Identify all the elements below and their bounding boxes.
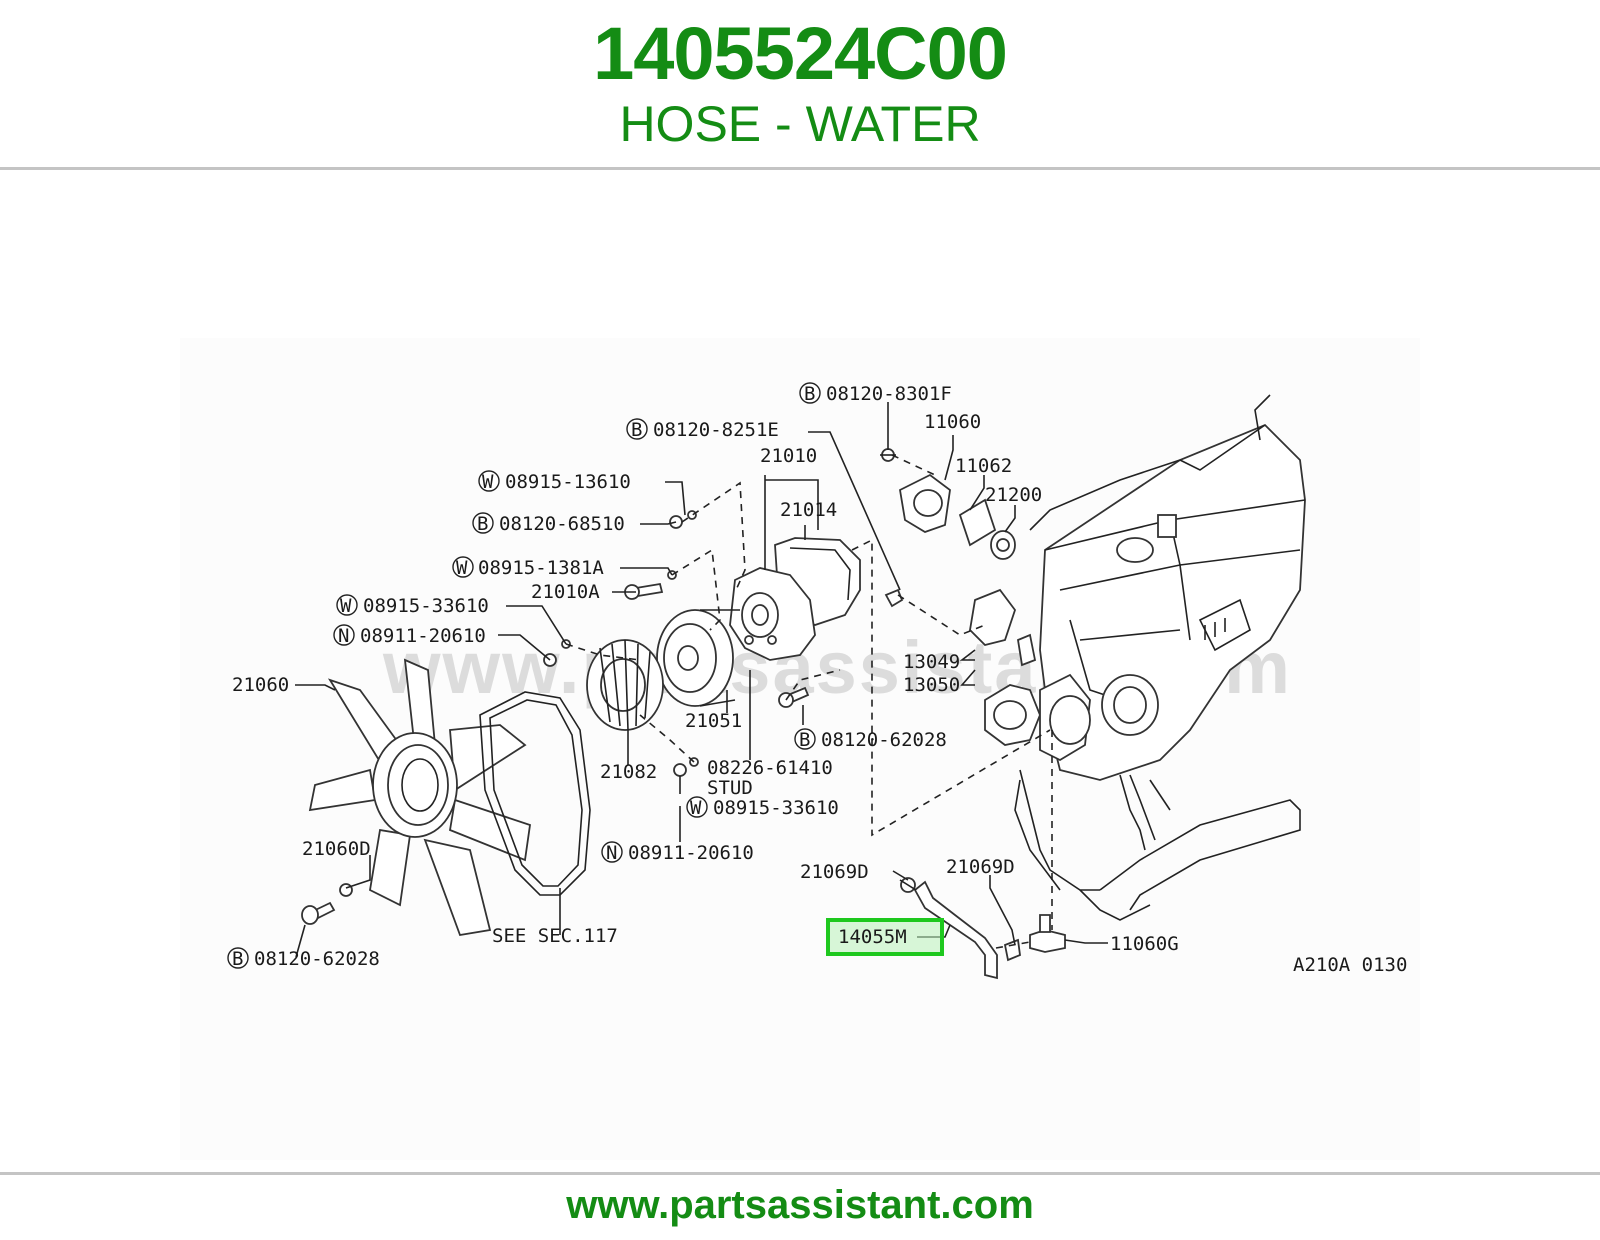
badge-w: W bbox=[690, 797, 702, 819]
engine-block bbox=[984, 394, 1306, 921]
footer-site-link[interactable]: www.partsassistant.com bbox=[566, 1183, 1034, 1227]
badge-b: B bbox=[631, 419, 642, 441]
part-number: 1405524C00 bbox=[593, 12, 1008, 95]
label-21069d-b: 21069D bbox=[946, 856, 1015, 878]
water-pump-group bbox=[543, 510, 861, 777]
label-08911-20610-b: 08911-20610 bbox=[628, 842, 754, 864]
badge-b: B bbox=[804, 383, 815, 405]
label-21200: 21200 bbox=[985, 484, 1042, 506]
badge-n: N bbox=[606, 842, 617, 864]
header-divider bbox=[0, 167, 1600, 170]
dashed-leader-7 bbox=[897, 594, 986, 636]
dashed-leader-9 bbox=[891, 454, 936, 476]
badge-b: B bbox=[232, 948, 243, 970]
label-13050: 13050 bbox=[903, 674, 960, 696]
label-11060g: 11060G bbox=[1110, 933, 1179, 955]
lower-left-bolts bbox=[301, 883, 353, 925]
badge-w: W bbox=[456, 557, 468, 579]
footer-divider bbox=[0, 1172, 1600, 1175]
label-08120-62028-b: 08120-62028 bbox=[254, 948, 380, 970]
dashed-leader-6 bbox=[851, 538, 1051, 837]
parts-diagram-svg: www.partsassistant.com bbox=[180, 338, 1420, 1160]
label-21051: 21051 bbox=[685, 710, 742, 732]
label-stud: STUD bbox=[707, 777, 753, 799]
label-08915-33610-a: 08915-33610 bbox=[363, 595, 489, 617]
label-21010: 21010 bbox=[760, 445, 817, 467]
highlighted-part-14055m[interactable]: 14055M bbox=[826, 918, 944, 956]
parts-diagram: www.partsassistant.com bbox=[0, 170, 1600, 1170]
label-11062: 11062 bbox=[955, 455, 1012, 477]
label-08120-8301f: 08120-8301F bbox=[826, 383, 952, 405]
header: 1405524C00 HOSE - WATER bbox=[0, 0, 1600, 170]
highlight-box[interactable] bbox=[826, 918, 944, 956]
dashed-leader-2 bbox=[671, 548, 721, 631]
label-08911-20610-a: 08911-20610 bbox=[360, 625, 486, 647]
thermostat-group bbox=[880, 448, 1037, 667]
label-21069d-a: 21069D bbox=[800, 861, 869, 883]
label-21082: 21082 bbox=[600, 761, 657, 783]
label-08915-33610-b: 08915-33610 bbox=[713, 797, 839, 819]
v-belt bbox=[479, 691, 591, 896]
part-name: HOSE - WATER bbox=[619, 96, 981, 152]
label-21060d: 21060D bbox=[302, 838, 371, 860]
leader-lines bbox=[295, 402, 1108, 958]
dashed-leader-10 bbox=[995, 941, 1031, 949]
badge-w: W bbox=[482, 471, 494, 493]
label-14055m[interactable]: 14055M bbox=[838, 926, 907, 948]
badge-b: B bbox=[799, 729, 810, 751]
label-13049: 13049 bbox=[903, 651, 960, 673]
figure-code: A210A 0130 bbox=[1293, 954, 1407, 976]
label-21014: 21014 bbox=[780, 499, 837, 521]
v-belt-inner bbox=[489, 699, 583, 887]
part-labels: 08120-8301F 11060 08120-8251E 11062 2120… bbox=[232, 383, 1407, 976]
prefix-badges: B B W B W W N B W N B bbox=[227, 382, 821, 970]
label-08120-68510: 08120-68510 bbox=[499, 513, 625, 535]
label-08120-62028-a: 08120-62028 bbox=[821, 729, 947, 751]
label-08120-8251e: 08120-8251E bbox=[653, 419, 779, 441]
label-21010a: 21010A bbox=[531, 581, 600, 603]
fan-assembly bbox=[308, 658, 531, 937]
dashed-leader-4 bbox=[639, 714, 695, 763]
badge-b: B bbox=[477, 513, 488, 535]
badge-w: W bbox=[340, 595, 352, 617]
label-08915-1381a: 08915-1381A bbox=[478, 557, 604, 579]
label-see-sec-117: SEE SEC.117 bbox=[492, 925, 618, 947]
label-08915-13610: 08915-13610 bbox=[505, 471, 631, 493]
label-21060: 21060 bbox=[232, 674, 289, 696]
label-08226-61410: 08226-61410 bbox=[707, 757, 833, 779]
badge-n: N bbox=[338, 625, 349, 647]
label-11060: 11060 bbox=[924, 411, 981, 433]
